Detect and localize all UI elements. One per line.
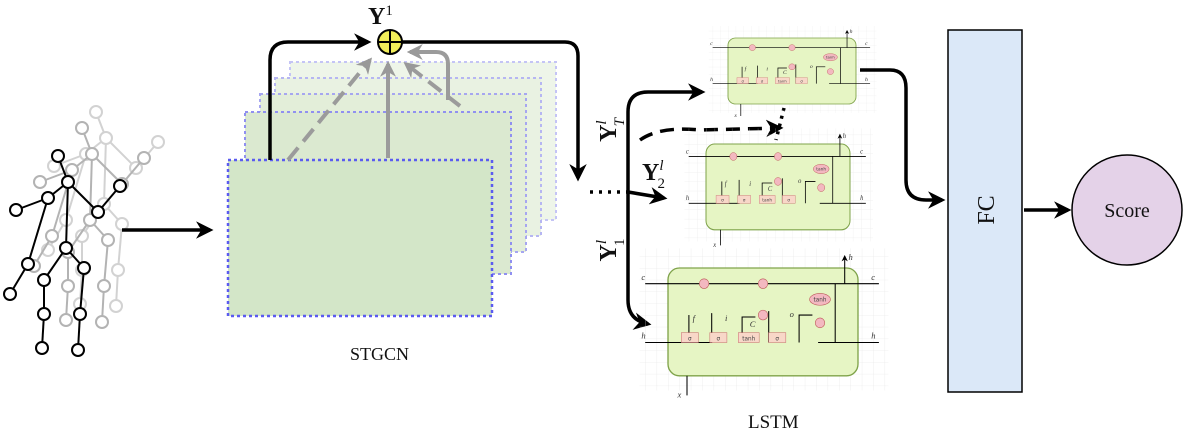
stgcn-to-adder-arrow — [268, 33, 372, 160]
fc-label-group: FC — [974, 195, 1000, 224]
y-main-label: Y1 — [368, 3, 393, 30]
lstm-cell-bottom — [640, 248, 889, 399]
score-label: Score — [1104, 200, 1150, 222]
fc-label: FC — [974, 195, 1000, 224]
stgcn-layer-stack — [226, 61, 557, 318]
adder-output-arrow — [402, 40, 587, 182]
score-node — [1071, 154, 1183, 266]
fc-layer-block — [947, 29, 1023, 393]
stgcn-layer-front — [226, 158, 494, 318]
aggregation-arrows — [286, 44, 462, 162]
lstm-to-fc-arrow — [860, 68, 946, 209]
lstm-label: LSTM — [748, 412, 799, 433]
stgcn-label: STGCN — [350, 344, 409, 364]
lstm-cell-top — [709, 26, 877, 119]
svg-text:YlT: YlT — [594, 116, 628, 142]
svg-text:Yl1: Yl1 — [594, 238, 628, 261]
skeleton-ghost-near — [27, 121, 151, 329]
lstm-cell-middle — [684, 128, 873, 249]
sum-adder-icon — [377, 29, 403, 55]
